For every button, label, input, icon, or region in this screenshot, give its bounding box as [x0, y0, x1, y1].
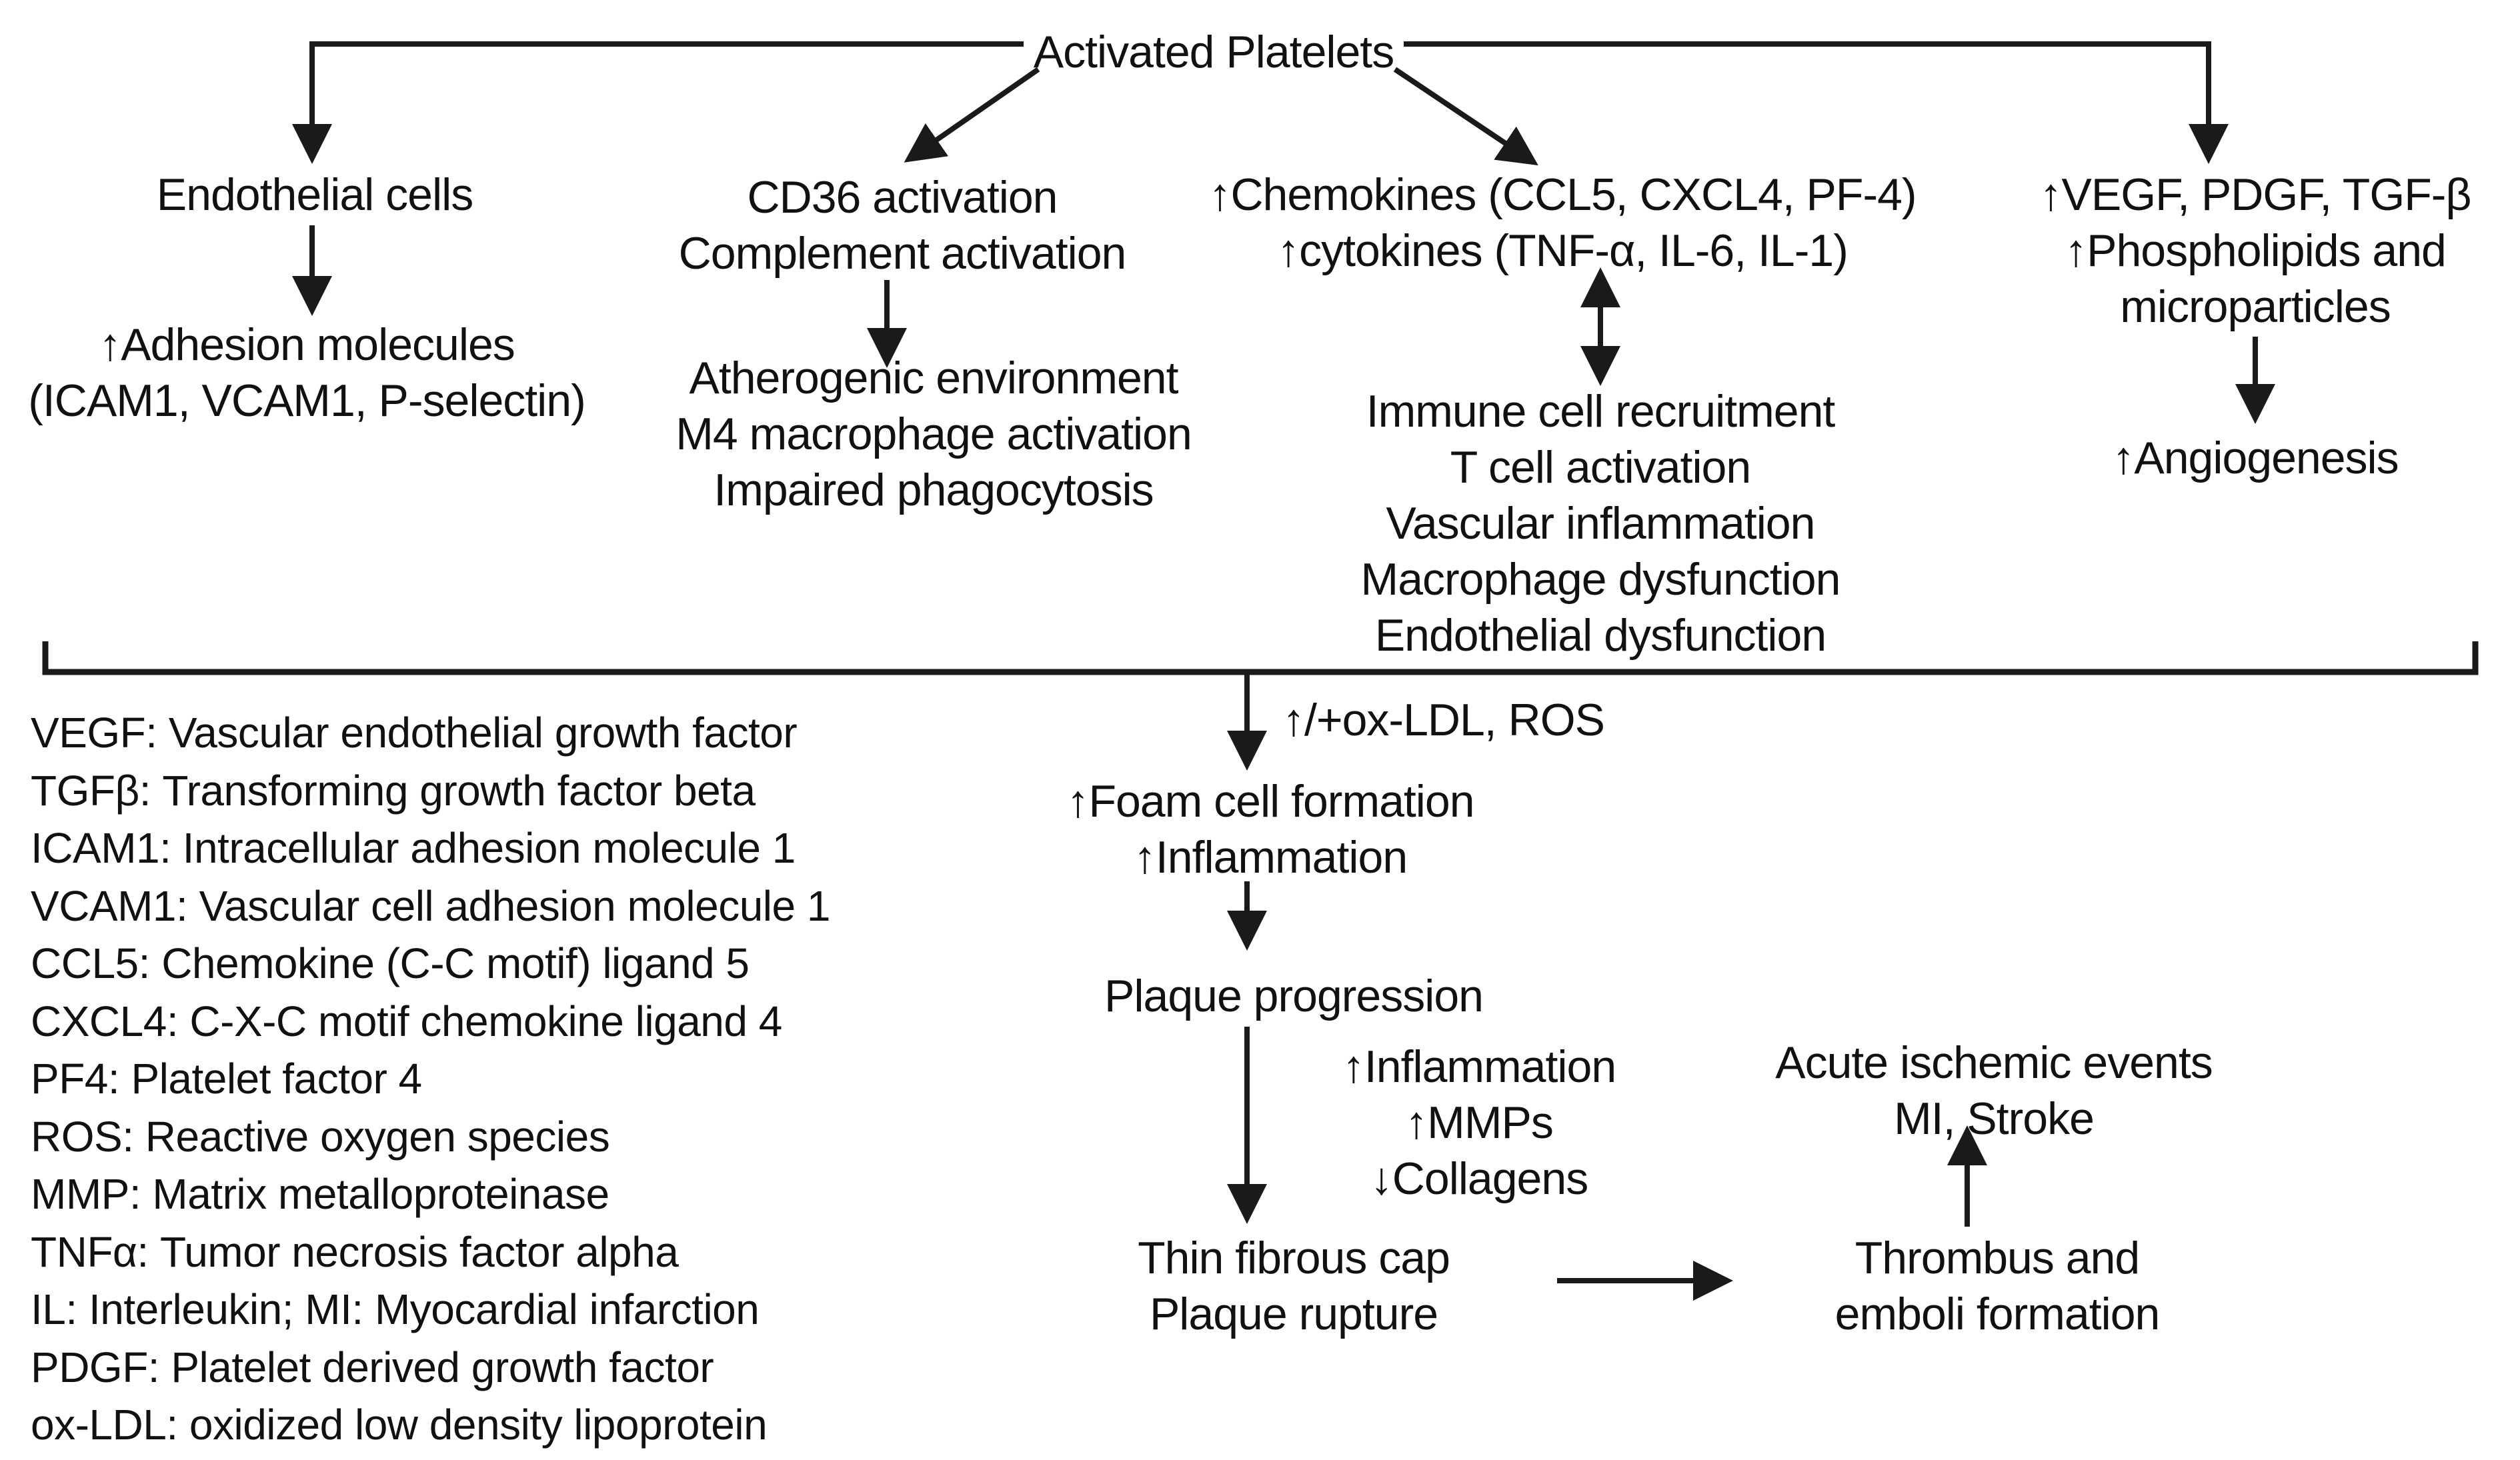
node-immune-effects: Immune cell recruitment T cell activatio… — [1360, 383, 1841, 663]
node-thin-fibrous-cap: Thin fibrous cap Plaque rupture — [1138, 1230, 1450, 1342]
node-label: ↑Phospholipids and — [2065, 225, 2447, 276]
node-label: ↓Collagens — [1370, 1153, 1588, 1204]
node-chemokines-cytokines: ↑Chemokines (CCL5, CXCL4, PF-4) ↑cytokin… — [1208, 167, 1917, 279]
legend-item: TGFβ: Transforming growth factor beta — [31, 766, 756, 815]
node-label: microparticles — [2120, 281, 2391, 332]
root-node: Activated Platelets — [1034, 24, 1394, 80]
node-thrombus: Thrombus and emboli formation — [1834, 1230, 2161, 1342]
node-label: Acute ischemic events — [1775, 1037, 2213, 1088]
node-label: Plaque progression — [1104, 971, 1484, 1021]
node-label: Thrombus and — [1854, 1233, 2140, 1283]
legend-item: MMP: Matrix metalloproteinase — [31, 1170, 609, 1218]
node-label: ↑MMPs — [1405, 1097, 1554, 1148]
node-label: Immune cell recruitment — [1366, 386, 1836, 437]
node-label: Endothelial cells — [156, 169, 473, 220]
node-label: Impaired phagocytosis — [714, 465, 1154, 515]
node-label: Endothelial dysfunction — [1374, 610, 1826, 661]
node-adhesion-molecules: ↑Adhesion molecules (ICAM1, VCAM1, P-sel… — [28, 317, 586, 429]
node-label: Vascular inflammation — [1386, 498, 1816, 549]
node-plaque-progression: Plaque progression — [1104, 968, 1484, 1024]
node-label: M4 macrophage activation — [676, 409, 1192, 459]
node-growth-factors: ↑VEGF, PDGF, TGF-β ↑Phospholipids and mi… — [2039, 167, 2471, 335]
node-label: ↑Angiogenesis — [2112, 433, 2399, 483]
node-label: ↑/+ox-LDL, ROS — [1282, 695, 1605, 745]
node-label: ↑VEGF, PDGF, TGF-β — [2039, 169, 2471, 220]
node-label: Macrophage dysfunction — [1360, 554, 1841, 605]
legend-item: ROS: Reactive oxygen species — [31, 1112, 610, 1161]
node-foam-cell: ↑Foam cell formation ↑Inflammation — [1066, 773, 1474, 885]
legend-item: VCAM1: Vascular cell adhesion molecule 1 — [31, 881, 830, 930]
node-label: Atherogenic environment — [689, 353, 1178, 403]
legend-item: TNFα: Tumor necrosis factor alpha — [31, 1227, 679, 1276]
node-label: ↑Foam cell formation — [1066, 776, 1474, 827]
node-label: Plaque rupture — [1149, 1289, 1438, 1339]
node-label: Thin fibrous cap — [1138, 1233, 1450, 1283]
node-label: ↑Adhesion molecules — [99, 319, 515, 370]
node-label: ↑Chemokines (CCL5, CXCL4, PF-4) — [1208, 169, 1917, 220]
node-label: ↑Inflammation — [1342, 1041, 1616, 1092]
legend-item: PF4: Platelet factor 4 — [31, 1055, 422, 1103]
abbreviation-legend: VEGF: Vascular endothelial growth factor… — [31, 704, 830, 1454]
node-label: T cell activation — [1450, 442, 1751, 493]
legend-item: CCL5: Chemokine (C-C motif) ligand 5 — [31, 939, 750, 987]
legend-item: VEGF: Vascular endothelial growth factor — [31, 709, 798, 757]
arrow-to-chemokines — [1393, 67, 1538, 166]
arrow-to-cd36 — [904, 67, 1040, 163]
legend-item: ox-LDL: oxidized low density lipoprotein — [31, 1401, 768, 1449]
label-mediators: ↑Inflammation ↑MMPs ↓Collagens — [1342, 1039, 1616, 1207]
node-label: emboli formation — [1834, 1289, 2161, 1339]
legend-item: IL: Interleukin; MI: Myocardial infarcti… — [31, 1285, 760, 1333]
legend-item: CXCL4: C-X-C motif chemokine ligand 4 — [31, 997, 782, 1045]
node-endothelial-cells: Endothelial cells — [157, 167, 473, 223]
node-label: MI, Stroke — [1894, 1093, 2095, 1144]
label-oxldl-ros: ↑/+ox-LDL, ROS — [1282, 692, 1605, 748]
node-label: Complement activation — [678, 228, 1127, 279]
root-label: Activated Platelets — [1033, 27, 1394, 77]
legend-item: PDGF: Platelet derived growth factor — [31, 1343, 714, 1391]
node-cd36-activation: CD36 activation Complement activation — [678, 169, 1127, 281]
node-label: ↑cytokines (TNF-α, IL-6, IL-1) — [1277, 225, 1848, 276]
legend-item: ICAM1: Intracellular adhesion molecule 1 — [31, 824, 796, 872]
node-label: ↑Inflammation — [1133, 832, 1408, 883]
bracket-line — [42, 641, 2479, 675]
node-acute-ischemic-events: Acute ischemic events MI, Stroke — [1775, 1035, 2213, 1147]
node-atherogenic-environment: Atherogenic environment M4 macrophage ac… — [676, 350, 1192, 518]
node-label: (ICAM1, VCAM1, P-selectin) — [28, 375, 586, 426]
node-label: CD36 activation — [747, 172, 1058, 223]
node-angiogenesis: ↑Angiogenesis — [2112, 430, 2399, 486]
